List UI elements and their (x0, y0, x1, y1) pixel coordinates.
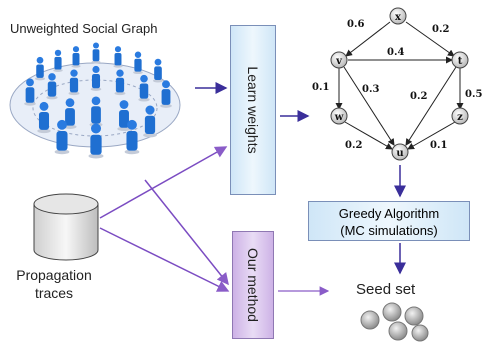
weight-v-t: 0.4 (387, 47, 404, 58)
person-icon (88, 123, 104, 159)
node-u: u (391, 143, 409, 161)
person-icon (160, 80, 172, 108)
seed-set-label: Seed set (356, 281, 416, 298)
propagation-label-line1: Propagation (16, 267, 92, 283)
weight-v-u: 0.3 (362, 84, 379, 95)
arrow-traces-to-method (99, 227, 230, 292)
node-v: v (330, 51, 348, 69)
person-icon (34, 56, 46, 81)
weight-x-t: 0.2 (432, 24, 449, 35)
edge-x-t (405, 21, 455, 57)
person-icon (54, 119, 70, 155)
edge-x-v (345, 21, 391, 57)
svg-text:x: x (395, 12, 402, 23)
greedy-label-line2: (MC simulations) (340, 223, 438, 238)
propagation-traces-label: Propagation traces (12, 266, 96, 302)
svg-text:t: t (458, 56, 463, 67)
learn-weights-box: Learn weights (230, 25, 276, 195)
person-icon (68, 69, 80, 96)
svg-text:w: w (334, 112, 344, 123)
person-icon (117, 100, 131, 132)
person-icon (114, 69, 126, 96)
person-icon (63, 98, 77, 129)
person-icon (138, 74, 150, 102)
svg-text:v: v (335, 56, 343, 67)
person-icon (152, 58, 164, 83)
node-t: t (451, 51, 469, 69)
person-icon (91, 42, 101, 64)
seed-set-balls (360, 302, 429, 342)
weight-t-z: 0.5 (465, 89, 482, 100)
weight-x-v: 0.6 (347, 19, 364, 30)
people-group (24, 42, 172, 159)
weight-z-u: 0.1 (430, 140, 447, 151)
person-icon (53, 49, 63, 72)
weighted-graph-edges (335, 21, 464, 150)
weight-t-u: 0.2 (410, 91, 427, 102)
person-icon (46, 73, 58, 100)
svg-text:u: u (396, 148, 403, 159)
person-icon (124, 119, 140, 155)
edge-v-u (343, 66, 395, 146)
greedy-algorithm-box: Greedy Algorithm (MC simulations) (308, 201, 470, 241)
propagation-label-line2: traces (34, 285, 74, 301)
greedy-label-line1: Greedy Algorithm (338, 206, 440, 221)
person-icon (71, 46, 81, 68)
person-icon (24, 78, 36, 106)
weight-w-u: 0.2 (345, 140, 362, 151)
weighted-graph-nodes: x v t w z u (330, 7, 469, 161)
person-icon (37, 101, 51, 134)
person-icon (143, 105, 157, 138)
node-z: z (451, 107, 469, 125)
edge-w-u (344, 121, 393, 150)
our-method-box: Our method (232, 231, 274, 339)
node-w: w (330, 107, 348, 125)
social-graph-illustration (9, 42, 181, 159)
edge-z-u (407, 121, 456, 150)
node-x: x (389, 7, 407, 25)
edge-t-u (405, 66, 457, 146)
svg-text:z: z (457, 112, 463, 123)
person-icon (133, 51, 143, 75)
arrow-traces-to-learn (99, 146, 228, 219)
person-icon (113, 46, 123, 68)
person-icon (90, 65, 102, 91)
arrow-graph-to-method (144, 179, 229, 286)
database-cylinder-icon (33, 193, 99, 261)
social-graph-title: Unweighted Social Graph (10, 21, 158, 36)
weight-v-w: 0.1 (312, 82, 329, 93)
